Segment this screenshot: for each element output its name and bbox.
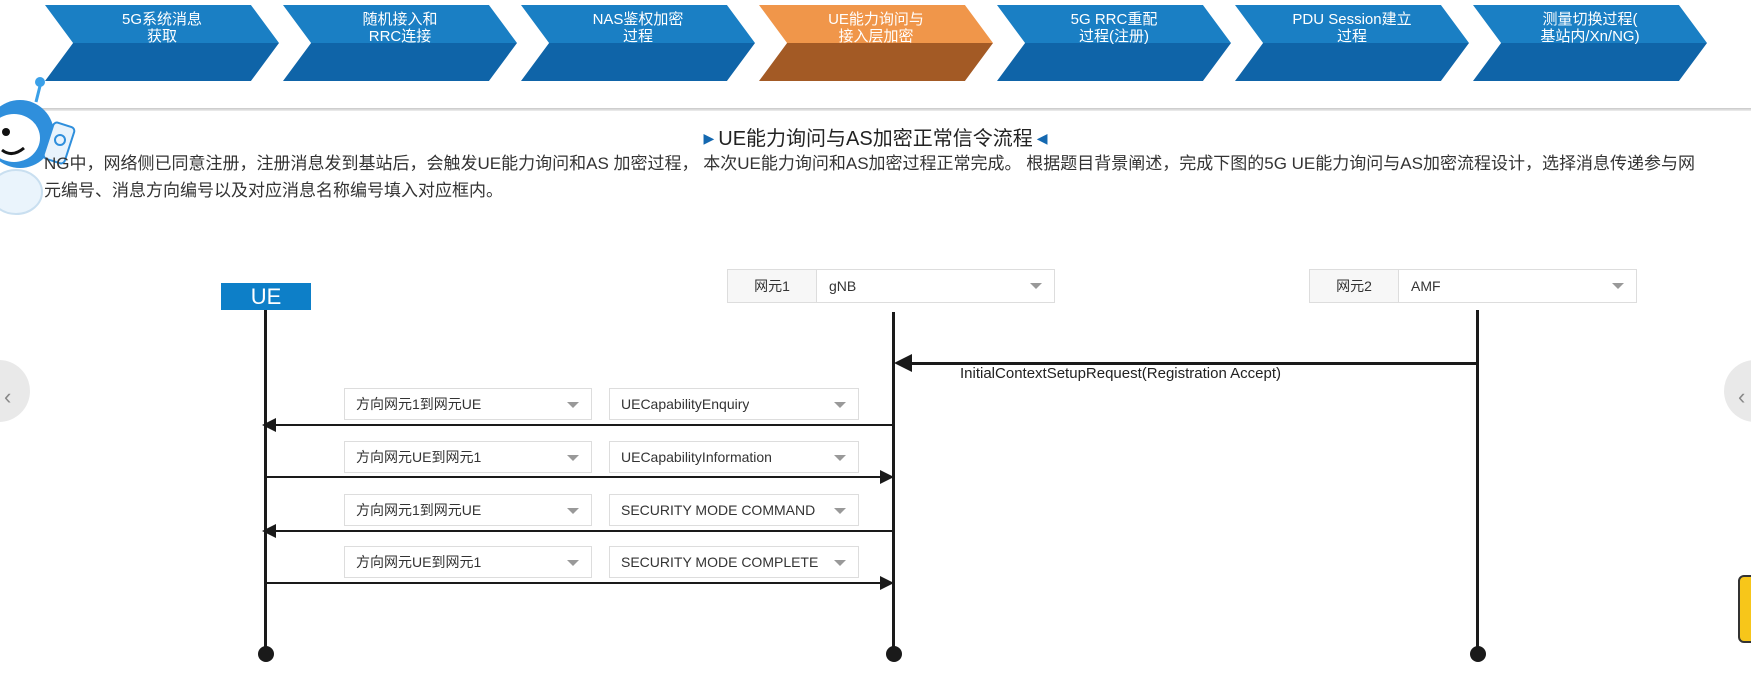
direction-select-1[interactable]: 方向网元1到网元UE <box>344 388 592 420</box>
ne1-lifeline-end <box>886 646 902 662</box>
step-ue-capability[interactable]: UE能力询问与 接入层加密 <box>759 5 993 81</box>
ue-label: UE <box>221 283 311 310</box>
page-title: ▶UE能力询问与AS加密正常信令流程◀ <box>703 128 1048 150</box>
ne2-lifeline-end <box>1470 646 1486 662</box>
ne2-label: 网元2 <box>1310 270 1399 302</box>
progress-steps: 5G系统消息 获取 随机接入和 RRC连接 NAS鉴权加密 过程 UE能力询问与… <box>0 0 1751 90</box>
arrow-right-icon <box>880 470 894 484</box>
message-arrow-4 <box>266 582 882 584</box>
chevron-down-icon <box>567 560 579 566</box>
ne2-dropdown[interactable]: AMF <box>1399 270 1636 302</box>
help-tab[interactable] <box>1738 575 1751 643</box>
chevron-down-icon <box>834 508 846 514</box>
initial-message-arrow <box>910 362 1478 365</box>
step-pdu-session[interactable]: PDU Session建立 过程 <box>1235 5 1469 81</box>
divider <box>40 108 1751 111</box>
message-arrow-3 <box>276 530 894 532</box>
description: NG中，网络侧已同意注册，注册消息发到基站后，会触发UE能力询问和AS 加密过程… <box>44 154 1695 200</box>
message-select-3[interactable]: SECURITY MODE COMMAND <box>609 494 859 526</box>
prev-button[interactable]: ‹ <box>0 360 30 422</box>
message-select-1[interactable]: UECapabilityEnquiry <box>609 388 859 420</box>
chevron-down-icon <box>1612 283 1624 289</box>
arrow-left-icon <box>262 418 276 432</box>
step-label: NAS鉴权加密 过程 <box>592 11 684 45</box>
chevron-down-icon <box>1030 283 1042 289</box>
chevron-down-icon <box>834 455 846 461</box>
ne1-select: 网元1 gNB <box>727 269 1055 303</box>
step-label: 随机接入和 RRC连接 <box>362 11 438 45</box>
arrow-left-icon <box>894 354 912 372</box>
chevron-down-icon <box>567 402 579 408</box>
triangle-left-icon: ◀ <box>1036 130 1048 146</box>
chevron-right-icon: ‹ <box>1738 384 1746 409</box>
chevron-down-icon <box>834 560 846 566</box>
chevron-down-icon <box>834 402 846 408</box>
step-handover[interactable]: 测量切换过程( 基站内/Xn/NG) <box>1473 5 1707 81</box>
initial-message-label: InitialContextSetupRequest(Registration … <box>960 365 1282 382</box>
arrow-left-icon <box>262 524 276 538</box>
next-button[interactable]: ‹ <box>1724 360 1751 422</box>
direction-select-2[interactable]: 方向网元UE到网元1 <box>344 441 592 473</box>
ne2-select: 网元2 AMF <box>1309 269 1637 303</box>
step-random-access[interactable]: 随机接入和 RRC连接 <box>283 5 517 81</box>
step-system-info[interactable]: 5G系统消息 获取 <box>45 5 279 81</box>
ne1-dropdown[interactable]: gNB <box>817 270 1054 302</box>
ne2-lifeline <box>1476 310 1479 654</box>
chevron-left-icon: ‹ <box>4 384 12 409</box>
step-label: 5G RRC重配 过程(注册) <box>1070 11 1158 45</box>
chevron-down-icon <box>567 455 579 461</box>
step-label: PDU Session建立 过程 <box>1292 11 1412 45</box>
step-rrc-reconfig[interactable]: 5G RRC重配 过程(注册) <box>997 5 1231 81</box>
direction-select-4[interactable]: 方向网元UE到网元1 <box>344 546 592 578</box>
ne1-label: 网元1 <box>728 270 817 302</box>
robot-mascot-icon <box>0 77 76 215</box>
chevron-down-icon <box>567 508 579 514</box>
message-arrow-1 <box>276 424 894 426</box>
step-label: 测量切换过程( 基站内/Xn/NG) <box>1540 11 1640 45</box>
message-arrow-2 <box>266 476 882 478</box>
direction-select-3[interactable]: 方向网元1到网元UE <box>344 494 592 526</box>
ue-lifeline <box>264 310 267 654</box>
step-label: UE能力询问与 接入层加密 <box>828 11 924 45</box>
triangle-right-icon: ▶ <box>703 130 715 146</box>
arrow-right-icon <box>880 576 894 590</box>
message-select-4[interactable]: SECURITY MODE COMPLETE <box>609 546 859 578</box>
step-label: 5G系统消息 获取 <box>121 11 202 45</box>
message-select-2[interactable]: UECapabilityInformation <box>609 441 859 473</box>
ue-lifeline-end <box>258 646 274 662</box>
step-nas-auth[interactable]: NAS鉴权加密 过程 <box>521 5 755 81</box>
